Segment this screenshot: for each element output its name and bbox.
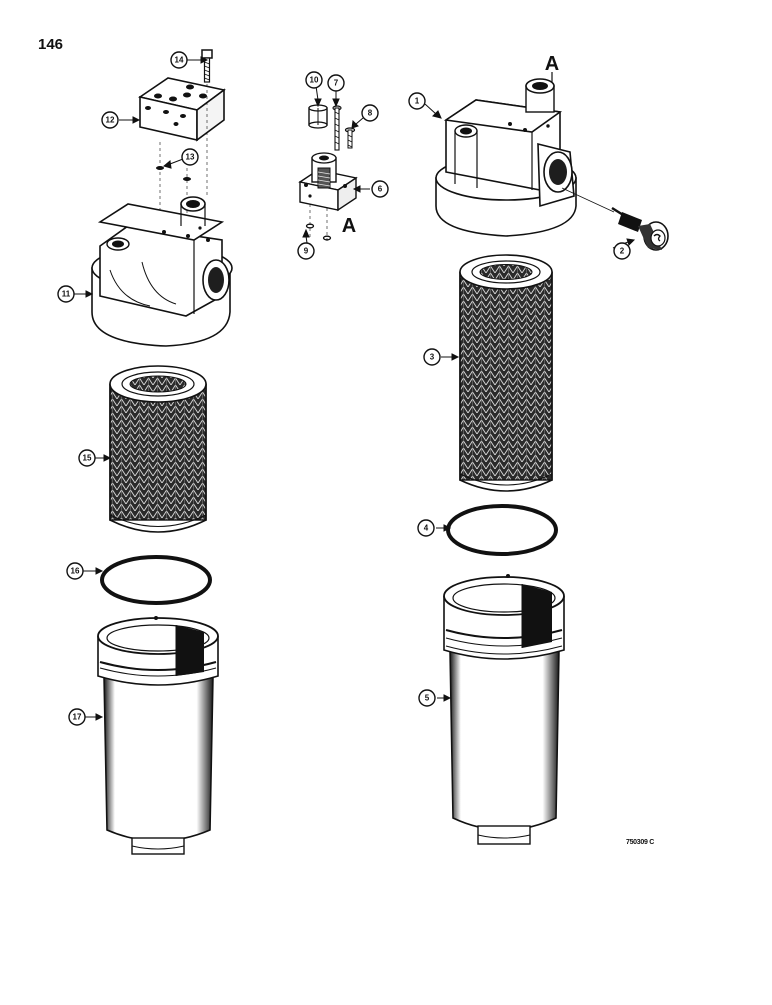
callout-2-label: 2: [620, 247, 625, 256]
callout-1-label: 1: [415, 97, 420, 106]
callout-15: 15: [78, 449, 96, 467]
callout-16: 16: [66, 562, 84, 580]
callout-bubbles: 1 2 3 4 5 6 7 8 9 10 11 12 13 14 15 16 1…: [57, 51, 631, 726]
callout-11: 11: [57, 285, 75, 303]
callout-16-label: 16: [71, 567, 80, 576]
figure-code: 750309 C: [626, 839, 654, 846]
page-number: 146: [38, 36, 64, 53]
callout-17: 17: [68, 708, 86, 726]
callout-7-label: 7: [334, 79, 339, 88]
screw-8: [344, 127, 356, 149]
callout-12-label: 12: [106, 116, 115, 125]
callout-12: 12: [101, 111, 119, 129]
callout-9: 9: [297, 242, 315, 260]
section-mark-a-upper: A: [545, 53, 559, 75]
filter-bowl-17: [97, 616, 219, 855]
callout-11-label: 11: [62, 290, 71, 299]
callout-4-label: 4: [424, 524, 429, 533]
o-ring-16: [100, 555, 212, 605]
callout-9-label: 9: [304, 247, 309, 256]
callout-8-label: 8: [368, 109, 373, 118]
callout-1: 1: [408, 92, 426, 110]
callout-4: 4: [417, 519, 435, 537]
callout-14: 14: [170, 51, 188, 69]
section-mark-a-lower: A: [342, 215, 356, 237]
screw-7: [332, 105, 342, 151]
filter-element-3: [459, 254, 553, 492]
indicator-plug-2: [611, 206, 669, 251]
callout-8: 8: [361, 104, 379, 122]
callout-2: 2: [613, 242, 631, 260]
manifold-block-12: [138, 77, 226, 142]
callout-5-label: 5: [425, 694, 430, 703]
callout-10-label: 10: [310, 76, 319, 85]
callout-14-label: 14: [175, 56, 184, 65]
callout-3: 3: [423, 348, 441, 366]
callout-13: 13: [181, 148, 199, 166]
o-ring-4: [446, 504, 558, 556]
bypass-parts-group: A: [298, 104, 358, 244]
sleeve-10: [308, 104, 328, 129]
filter-element-15: [109, 365, 207, 533]
callout-17-label: 17: [73, 713, 82, 722]
callout-5: 5: [418, 689, 436, 707]
valve-body-6: [298, 152, 358, 212]
callout-13-label: 13: [186, 153, 195, 162]
callout-6-label: 6: [378, 185, 383, 194]
callout-15-label: 15: [83, 454, 92, 463]
filter-head-1: [435, 78, 615, 237]
cap-screw-14: [201, 49, 213, 83]
callout-3-label: 3: [430, 353, 435, 362]
o-rings-9: [305, 204, 332, 244]
callout-7: 7: [327, 74, 345, 92]
filter-bowl-5: [443, 574, 565, 845]
callout-6: 6: [371, 180, 389, 198]
filter-head-11: [91, 196, 233, 347]
callout-10: 10: [305, 71, 323, 89]
